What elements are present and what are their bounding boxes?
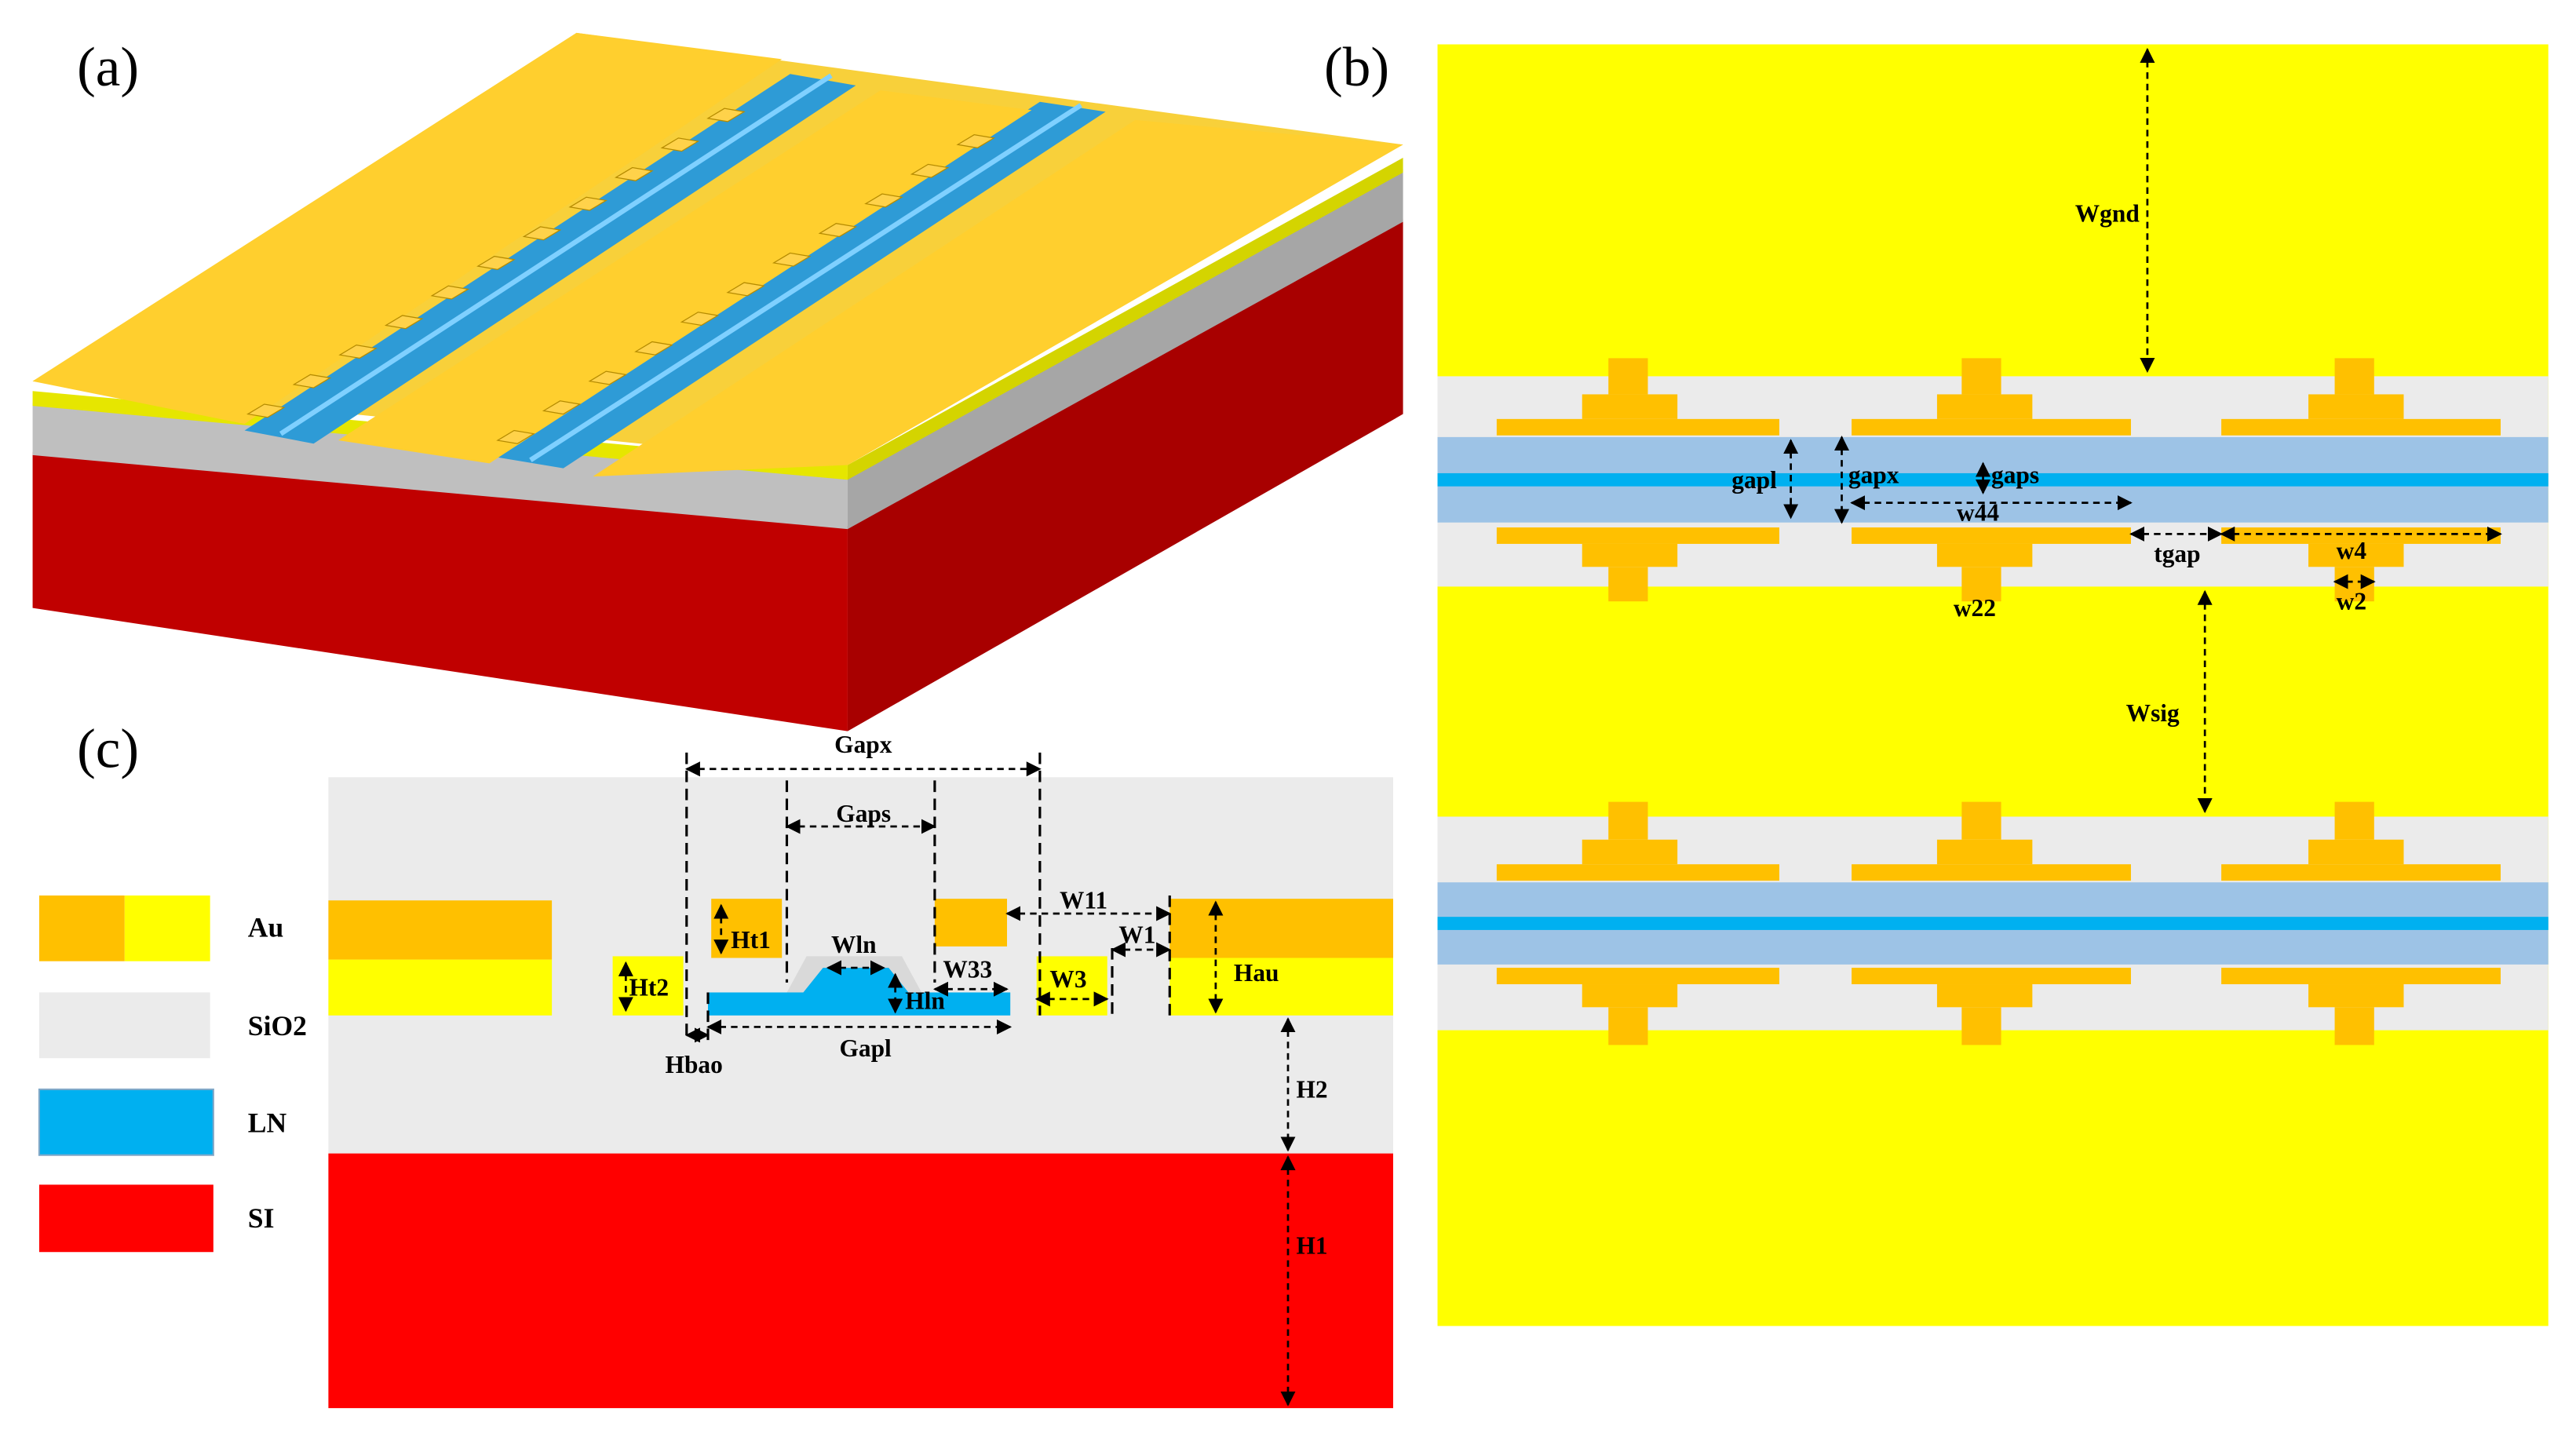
legend-swatch-au-dark xyxy=(38,895,125,961)
ground-electrode-right xyxy=(593,119,1403,477)
dim-w1: W1 xyxy=(1118,921,1155,949)
t-electrodes-lower xyxy=(1496,801,2501,1045)
dim-h2: H2 xyxy=(1296,1075,1327,1103)
legend-label-si: SI xyxy=(248,1202,275,1234)
dim-gapx-b: gapx xyxy=(1848,461,1899,488)
waveguide-line-1 xyxy=(279,73,833,436)
dim-wln: Wln xyxy=(831,931,877,958)
signal-electrode xyxy=(338,90,1032,464)
dim-hbao: Hbao xyxy=(666,1051,723,1078)
dim-gapl-b: gapl xyxy=(1731,466,1777,494)
dim-w33: W33 xyxy=(943,956,992,983)
legend: Au SiO2 LN SI xyxy=(38,895,307,1253)
ground-electrode-left xyxy=(32,32,783,425)
legend-label-sio2: SiO2 xyxy=(248,1010,307,1042)
ln-ridge-lower xyxy=(1437,917,2549,930)
waveguide-line-2 xyxy=(529,103,1082,462)
dim-gapl-c: Gapl xyxy=(839,1034,892,1062)
lower-waveguide-band xyxy=(1437,801,2549,1045)
si-front-face xyxy=(32,451,848,731)
dimension-arrows-c xyxy=(618,761,1296,1406)
dim-w11: W11 xyxy=(1060,887,1107,914)
dim-w44: w44 xyxy=(1957,499,1999,527)
panel-a-label: (a) xyxy=(77,37,139,98)
au-thin-right-face xyxy=(847,157,1403,480)
left-ground-electrode-light xyxy=(328,959,553,1016)
dim-w4: w4 xyxy=(2337,537,2367,564)
dim-wgnd: Wgnd xyxy=(2075,200,2140,228)
right-ground-electrode-dark xyxy=(1169,899,1393,958)
dim-gaps-b: gaps xyxy=(1991,461,2039,488)
cross-section-si xyxy=(328,1153,1393,1409)
ln-ridge-upper xyxy=(1437,472,2549,487)
dimension-labels-b: Wgnd gapl gapx gaps w44 tgap w4 w22 w2 W… xyxy=(1731,200,2366,727)
panel-b-label: (b) xyxy=(1324,37,1389,98)
oxide-right-face xyxy=(847,169,1403,530)
right-ground-electrode-light xyxy=(1169,958,1393,1016)
dim-w2: w2 xyxy=(2337,588,2366,615)
dim-w3: W3 xyxy=(1049,965,1086,993)
dim-hau: Hau xyxy=(1234,959,1279,987)
legend-swatch-ln xyxy=(38,1088,214,1156)
dim-ht2: Ht2 xyxy=(629,974,670,1001)
dim-w22: w22 xyxy=(1954,594,1996,622)
t-electrode-right-top xyxy=(934,899,1008,947)
t-electrodes-3d xyxy=(246,108,996,444)
panel-b: (b) xyxy=(1324,37,2549,1326)
legend-swatch-sio2 xyxy=(38,992,210,1059)
ln-slab xyxy=(707,992,1011,1016)
legend-swatch-au-light xyxy=(124,895,210,961)
legend-swatch-si xyxy=(38,1184,213,1253)
dimension-labels-c: Gapx Gaps W11 Ht1 Wln W33 W1 Ht2 Hln W3 … xyxy=(629,731,1328,1260)
si-right-face xyxy=(847,218,1403,731)
dimension-arrows-b xyxy=(1783,47,2502,814)
dim-hln: Hln xyxy=(905,987,945,1014)
dim-h1: H1 xyxy=(1296,1231,1327,1259)
dim-gapx-c: Gapx xyxy=(834,731,892,758)
dim-ht1: Ht1 xyxy=(731,926,771,954)
panel-c-label: (c) xyxy=(77,719,139,780)
oxide-front-face xyxy=(32,402,848,530)
left-ground-electrode-dark xyxy=(328,900,553,960)
dim-tgap: tgap xyxy=(2154,540,2200,567)
dimension-lines-c xyxy=(685,752,1171,1041)
legend-label-au: Au xyxy=(248,911,283,943)
top-view-background xyxy=(1437,44,2549,1326)
panel-a: (a) xyxy=(32,32,1403,731)
panel-c: (c) Au SiO2 LN SI xyxy=(38,719,1393,1409)
legend-label-ln: LN xyxy=(248,1107,287,1138)
dim-wsig: Wsig xyxy=(2126,699,2180,727)
dim-gaps-c: Gaps xyxy=(836,800,891,827)
